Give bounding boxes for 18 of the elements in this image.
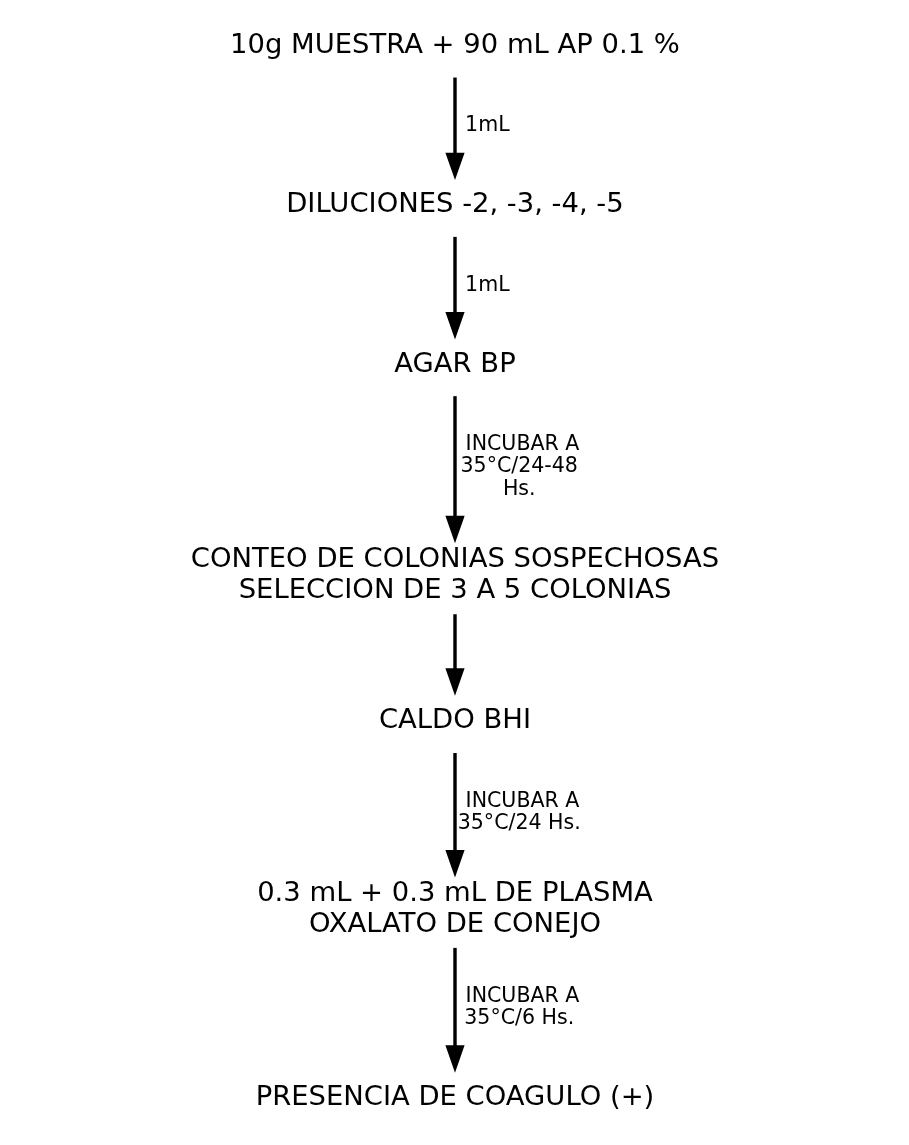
edge-label: INCUBAR A 35°C/6 Hs. — [463, 982, 579, 1030]
node-text: CALDO BHI — [378, 703, 531, 735]
arrow — [444, 236, 465, 340]
node-text: CONTEO DE COLONIAS SOSPECHOSAS SELECCION DE 3 A 5 COLONIAS — [190, 542, 719, 604]
edge-label: INCUBAR A 35°C/24 Hs. — [457, 787, 581, 834]
edge-label: INCUBAR A 35°C/24-48 Hs. — [460, 431, 579, 500]
node-text: 0.3 mL + 0.3 mL DE PLASMA OXALATO DE CONEJO — [256, 876, 653, 938]
arrow — [444, 77, 465, 181]
arrow — [444, 947, 465, 1073]
node-text: AGAR BP — [393, 346, 516, 378]
edge-label: 1mL — [464, 112, 510, 137]
node-text: PRESENCIA DE COAGULO (+) — [255, 1080, 654, 1112]
arrow — [444, 614, 465, 696]
edge-label: 1mL — [464, 271, 510, 296]
node-text: DILUCIONES -2, -3, -4, -5 — [285, 187, 624, 219]
node-text: 10g MUESTRA + 90 mL AP 0.1 % — [229, 27, 680, 59]
arrow — [444, 396, 465, 544]
arrow — [444, 753, 465, 878]
